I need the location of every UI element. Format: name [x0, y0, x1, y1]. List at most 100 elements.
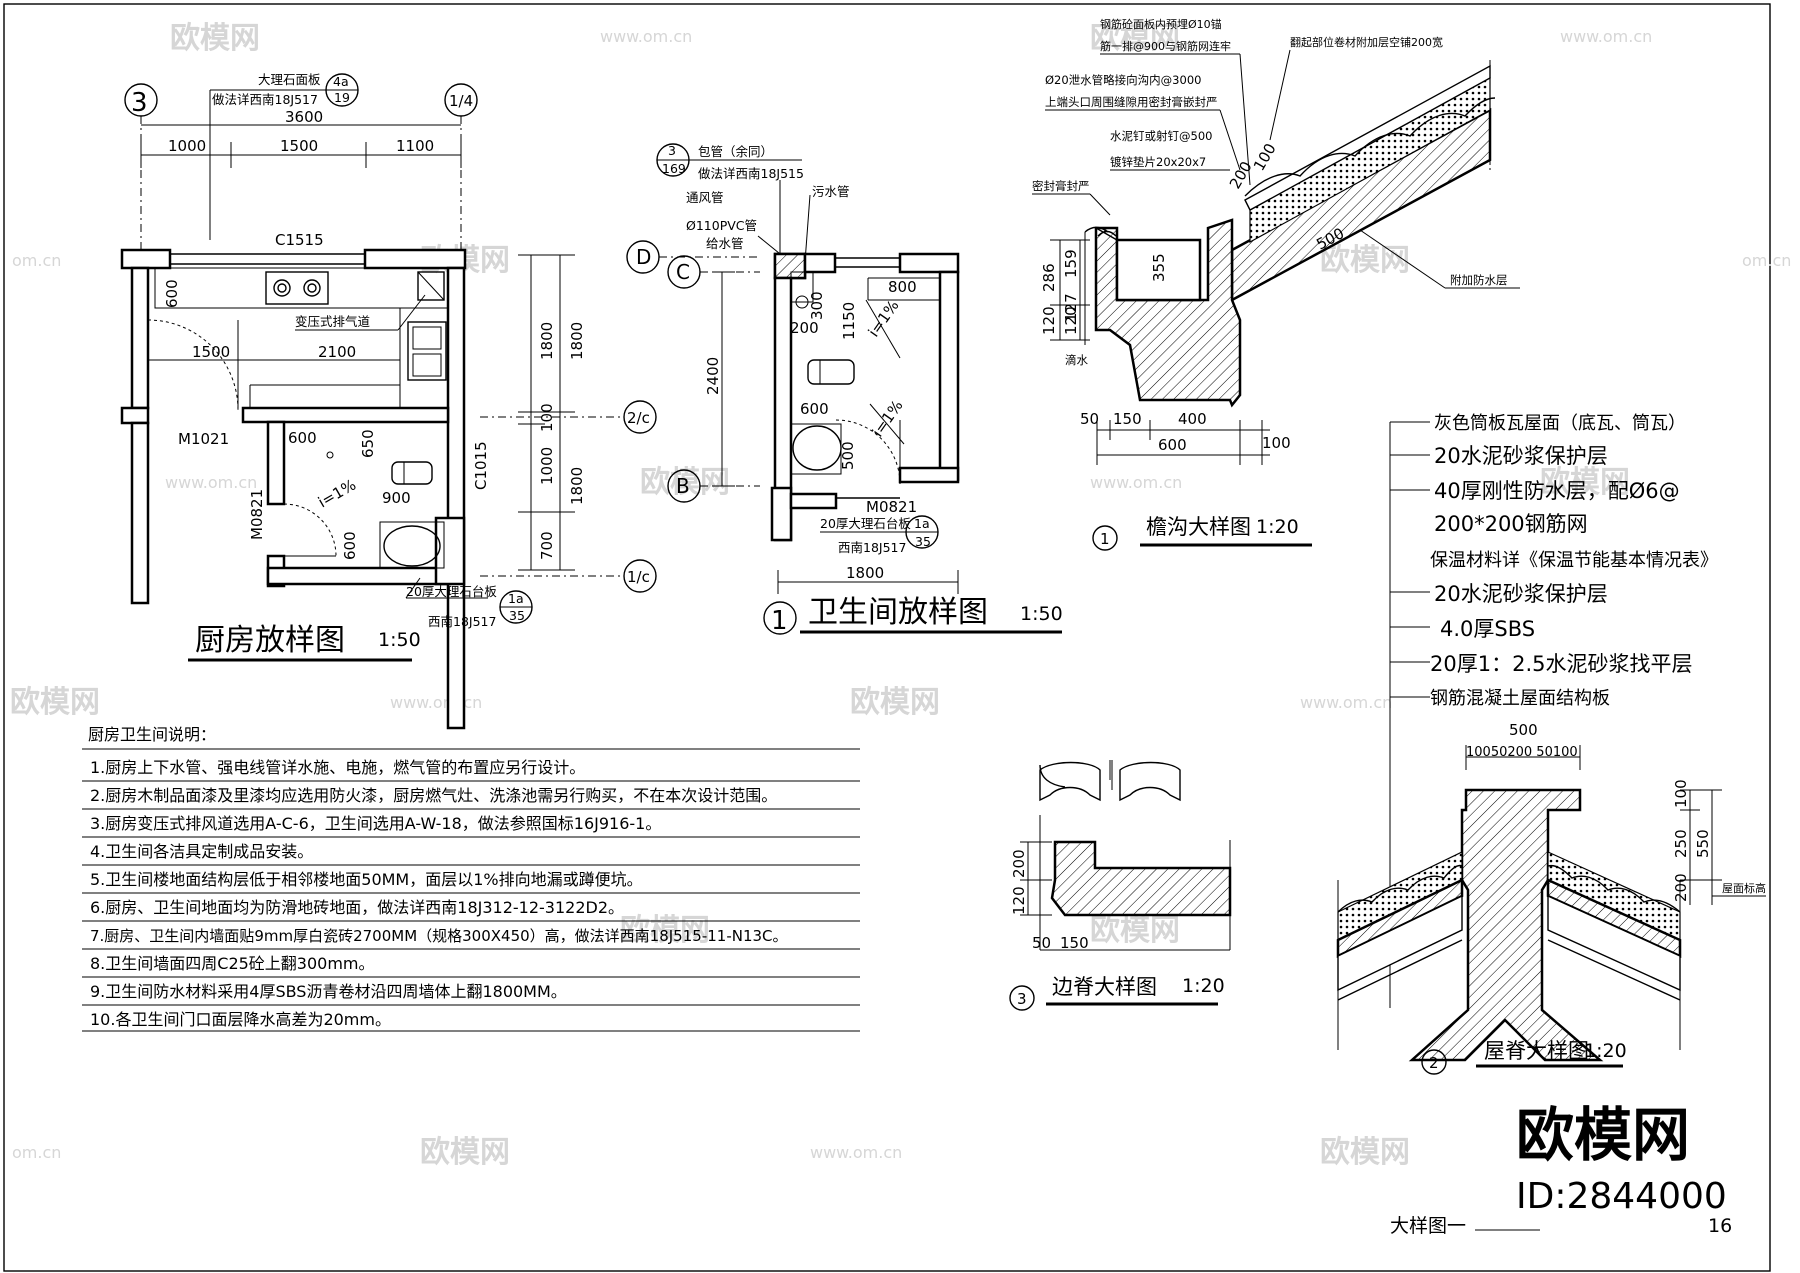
bath-door-label: M0821: [866, 498, 917, 516]
eaves-note-8: 密封膏封严: [1032, 179, 1090, 193]
watermark-brand: 欧模网: [850, 685, 940, 720]
bath-label-pvc: Ø110PVC管: [686, 218, 757, 233]
watermark-brand: 欧模网: [1090, 913, 1180, 948]
watermark-url: www.om.cn: [810, 1143, 902, 1162]
ridge-title-num: 2: [1429, 1054, 1439, 1072]
ridge-dim-200: 200: [1672, 873, 1690, 902]
bath-basin: [792, 425, 842, 471]
bath-dim-1800: 1800: [846, 564, 884, 582]
layer-4: 200*200钢筋网: [1434, 512, 1588, 536]
watermark-url: www.om.cn: [1300, 693, 1392, 712]
footer-brand: 欧模网: [1516, 1101, 1690, 1169]
bath-callout2-line2: 西南18J517: [838, 540, 906, 555]
watermark-short: om.cn: [1742, 251, 1791, 270]
bath-label-supply: 给水管: [706, 236, 744, 251]
kitchen-title: 厨房放样图: [195, 623, 345, 658]
kitchen-dim-900: 900: [382, 489, 411, 507]
eaves-dim-120b: 120: [1062, 306, 1080, 335]
edge-ridge-detail: 200 120 50 150 3 边脊大样图 1:20: [1009, 760, 1232, 1011]
kitchen-callout-num: 4a: [333, 74, 349, 89]
eaves-dim-600: 600: [1158, 436, 1187, 454]
bath-scale: 1:50: [1020, 603, 1063, 625]
notes-block: 厨房卫生间说明： 1.厨房上下水管、强电线管详水施、电施，燃气管的布置应另行设计…: [82, 725, 860, 1032]
layer-2: 20水泥砂浆保护层: [1434, 444, 1608, 468]
eaves-note-4: Ø20泄水管略接向沟内@3000: [1045, 73, 1201, 87]
ridge-dim-250: 250: [1672, 829, 1690, 858]
watermark-url: www.om.cn: [1560, 27, 1652, 46]
note-5: 5.卫生间楼地面结构层低于相邻楼地面50MM，面层以1%排向地漏或蹲便坑。: [90, 870, 643, 889]
kitchen-dim-600a: 600: [163, 279, 181, 308]
watermark-brand: 欧模网: [1540, 465, 1630, 500]
kitchen-dim-total: 3600: [285, 108, 323, 126]
kitchen-scale: 1:50: [378, 629, 421, 651]
eaves-note-7: 镀锌垫片20x20x7: [1110, 155, 1206, 169]
edge-title-circle: [1009, 985, 1035, 1011]
kitchen-dim-1000: 1000: [168, 137, 206, 155]
kitchen-callout2-num: 1a: [508, 591, 524, 606]
eaves-title-circle: [1092, 525, 1118, 551]
footer: 欧模网 ID:2844000 大样图一 16: [1390, 1101, 1732, 1237]
edge-scale: 1:20: [1182, 975, 1225, 997]
edge-title: 边脊大样图: [1052, 975, 1157, 999]
notes-heading: 厨房卫生间说明：: [88, 725, 216, 744]
ridge-title-circle: [1421, 1049, 1447, 1075]
eaves-dim-159: 159: [1062, 249, 1080, 278]
bath-dim-800: 800: [888, 278, 917, 296]
eaves-note-9: 滴水: [1065, 353, 1088, 367]
kitchen-dim-1500b: 1500: [192, 343, 230, 361]
edge-dim-50: 50: [1032, 934, 1051, 952]
eaves-note-1: 钢筋砼面板内预埋Ø10锚: [1100, 17, 1222, 31]
eaves-scale: 1:20: [1256, 516, 1299, 538]
kitchen-rdim-1800c: 1800: [568, 467, 586, 505]
kitchen-dim-650: 650: [359, 429, 377, 458]
bath-slope1: i=1%: [865, 297, 903, 341]
ridge-scale: 1:20: [1584, 1040, 1627, 1062]
layer-8: 20厚1：2.5水泥砂浆找平层: [1430, 652, 1692, 676]
ridge-detail: 500 10050200 50100 100 250 550 200 屋面标高 …: [1336, 721, 1766, 1075]
kitchen-callout-den: 19: [334, 90, 350, 105]
kitchen-plan: 3 1/4 大理石面板 做法详西南18J517 4a 19 3600 1000 …: [120, 72, 657, 730]
bath-dim-1150: 1150: [840, 302, 858, 340]
kitchen-door2-label: M0821: [248, 489, 266, 540]
sheet-name: 大样图一: [1390, 1215, 1466, 1237]
kitchen-flue: [417, 271, 445, 301]
watermark-brand: 欧模网: [170, 21, 260, 56]
kitchen-door-label: M1021: [178, 430, 229, 448]
sheet-border: [3, 3, 1771, 1272]
bath-label-vent: 通风管: [686, 190, 724, 205]
bath-callout2-den: 35: [915, 534, 931, 549]
eaves-dim-286: 286: [1040, 263, 1058, 292]
watermark-short: om.cn: [12, 251, 61, 270]
ridge-dim-100: 100: [1672, 779, 1690, 808]
note-10: 10.各卫生间门口面层降水高差为20mm。: [90, 1010, 391, 1029]
note-2: 2.厨房木制品面漆及里漆均应选用防火漆，厨房燃气灶、洗涤池需另行购买，不在本次设…: [90, 786, 777, 805]
watermark-url: www.om.cn: [600, 27, 692, 46]
bath-label-sewage: 污水管: [812, 184, 850, 199]
note-6: 6.厨房、卫生间地面均为防滑地砖地面，做法详西南18J312-12-3122D2…: [90, 898, 624, 917]
grid-label-B: B: [676, 474, 690, 498]
eaves-dim-127: 127: [1062, 293, 1080, 322]
edge-dim-200: 200: [1010, 849, 1028, 878]
eaves-dim-400: 400: [1178, 410, 1207, 428]
bath-toilet: [807, 359, 855, 385]
bath-callout2-line1: 20厚大理石台板: [820, 516, 911, 531]
layer-3: 40厚刚性防水层，配Ø6@: [1434, 479, 1680, 503]
bathroom-plan: D C B 3 169 包管（余同） 做法详西南18J515 通风管 Ø110P…: [626, 143, 1063, 636]
watermark-brand: 欧模网: [1090, 21, 1180, 56]
bath-title-circle: [763, 601, 797, 635]
eaves-dim-50: 50: [1080, 410, 1099, 428]
eaves-dim-100b: 100: [1262, 434, 1291, 452]
kitchen-window2-label: C1015: [472, 441, 490, 490]
kitchen-callout-line2: 做法详西南18J517: [212, 92, 318, 107]
kitchen-stove: [265, 271, 329, 305]
ridge-dim-500: 500: [1509, 721, 1538, 739]
kitchen-dim-600c: 600: [341, 531, 359, 560]
roof-layer-list: 灰色筒板瓦屋面（底瓦、筒瓦） 20水泥砂浆保护层 40厚刚性防水层，配Ø6@ 2…: [1389, 413, 1718, 1008]
kitchen-callout-line1: 大理石面板: [258, 72, 321, 87]
note-1: 1.厨房上下水管、强电线管详水施、电施，燃气管的布置应另行设计。: [90, 758, 585, 777]
kitchen-rdim-700: 700: [538, 531, 556, 560]
eaves-note-10: 附加防水层: [1450, 273, 1508, 287]
watermark-brand: 欧模网: [10, 685, 100, 720]
edge-dim-150: 150: [1060, 934, 1089, 952]
